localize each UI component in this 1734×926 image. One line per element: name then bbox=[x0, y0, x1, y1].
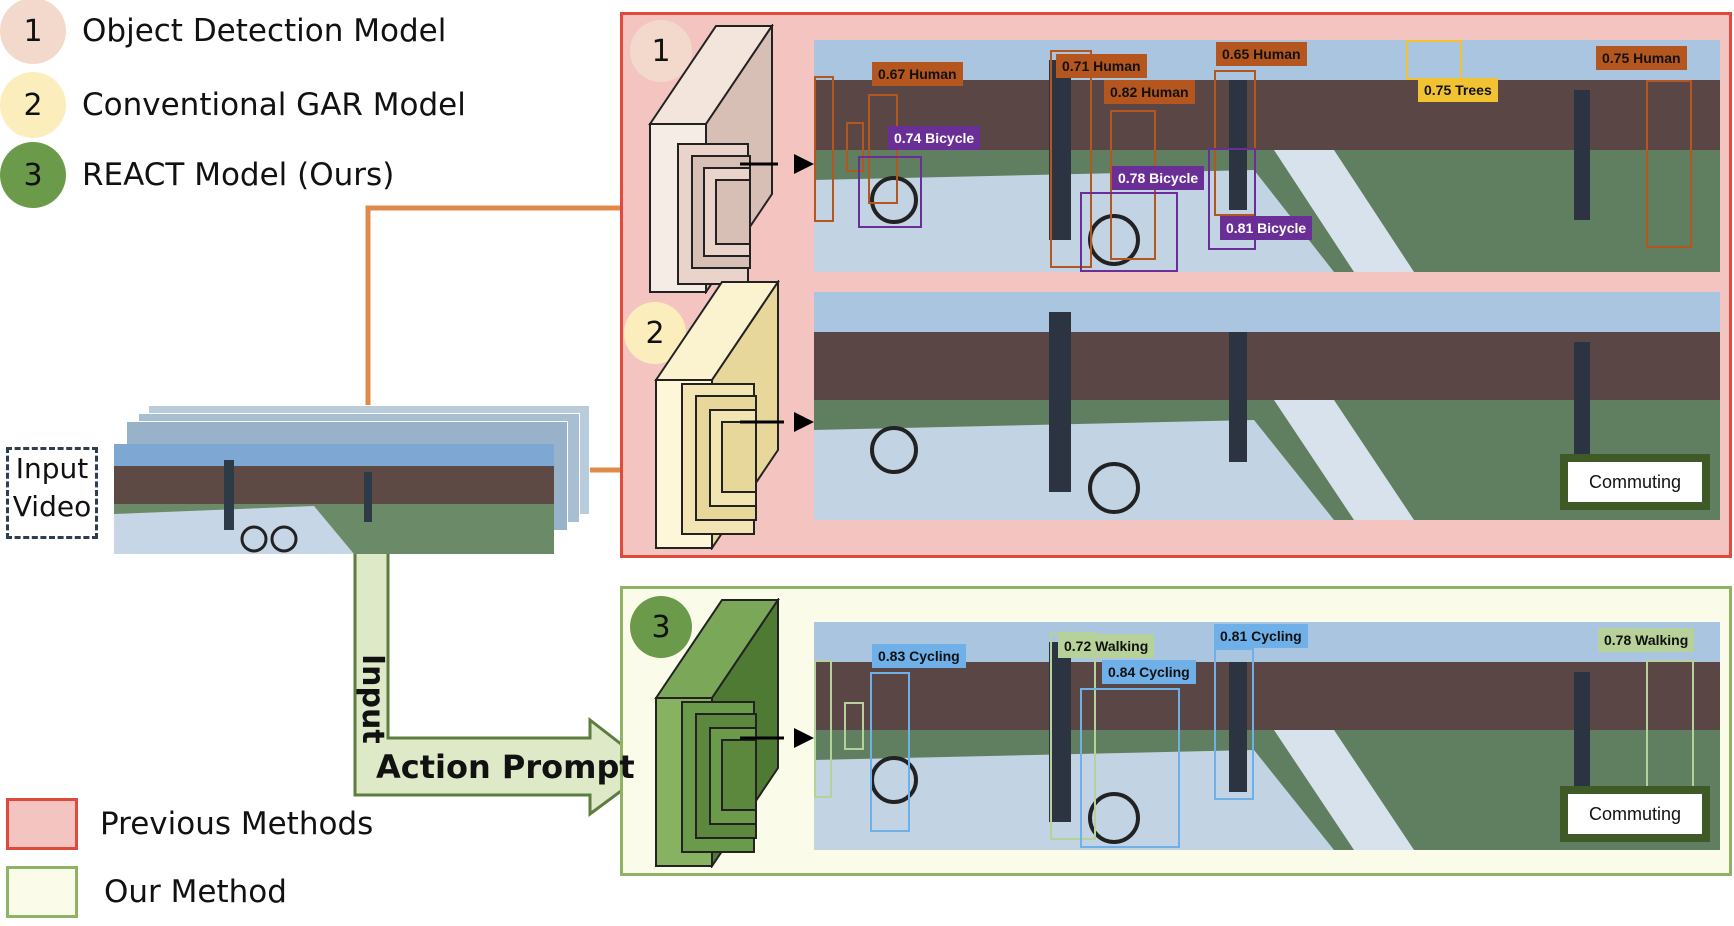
legend-label-1: Object Detection Model bbox=[82, 13, 447, 49]
det-box bbox=[1406, 40, 1462, 80]
det-box bbox=[858, 156, 922, 228]
det-box bbox=[846, 122, 864, 172]
det-box bbox=[814, 76, 834, 222]
legend-item-1: 1 Object Detection Model bbox=[0, 0, 446, 64]
input-video-frame bbox=[114, 444, 554, 554]
input-video-label: Input Video bbox=[6, 447, 98, 539]
legend-previous-label: Previous Methods bbox=[100, 806, 374, 842]
detection-strip: 0.67 Human 0.74 Bicycle 0.71 Human 0.82 … bbox=[814, 40, 1720, 272]
det-label: 0.75 Trees bbox=[1418, 78, 1498, 102]
det-box bbox=[844, 702, 864, 750]
det-box bbox=[1050, 50, 1092, 268]
input-label-line2: Video bbox=[12, 490, 92, 523]
gar-result-label: Commuting bbox=[1560, 454, 1710, 510]
detection-arrow bbox=[794, 154, 814, 174]
gar-model-block bbox=[654, 280, 784, 550]
panel-number-2: 2 bbox=[624, 302, 686, 364]
action-label: 0.78 Walking bbox=[1598, 628, 1695, 652]
legend-item-3: 3 REACT Model (Ours) bbox=[0, 142, 394, 208]
det-box bbox=[814, 660, 832, 798]
action-prompt-label: Action Prompt bbox=[376, 748, 635, 786]
gar-strip: Commuting bbox=[814, 292, 1720, 520]
det-box bbox=[1646, 80, 1692, 248]
action-label: 0.72 Walking bbox=[1058, 634, 1155, 658]
legend-item-2: 2 Conventional GAR Model bbox=[0, 72, 466, 138]
det-box bbox=[1050, 632, 1096, 840]
det-label: 0.78 Bicycle bbox=[1112, 166, 1205, 190]
legend-ours-label: Our Method bbox=[104, 874, 287, 910]
legend-label-3: REACT Model (Ours) bbox=[82, 157, 395, 193]
gar-arrow bbox=[794, 412, 814, 432]
det-box bbox=[1080, 192, 1178, 272]
panel-number-3: 3 bbox=[630, 596, 692, 658]
det-box bbox=[1214, 70, 1256, 216]
react-arrow bbox=[794, 728, 814, 748]
react-result-label: Commuting bbox=[1560, 786, 1710, 842]
detection-model-block bbox=[648, 24, 778, 294]
action-label: 0.81 Cycling bbox=[1214, 624, 1308, 648]
action-label: 0.83 Cycling bbox=[872, 644, 966, 668]
legend-label-2: Conventional GAR Model bbox=[82, 87, 466, 123]
det-box bbox=[1080, 688, 1180, 848]
det-label: 0.74 Bicycle bbox=[888, 126, 981, 150]
det-box bbox=[870, 672, 910, 832]
legend-ours-swatch bbox=[6, 866, 78, 918]
legend-number-1: 1 bbox=[0, 0, 66, 64]
action-label: 0.84 Cycling bbox=[1102, 660, 1196, 684]
legend-number-3: 3 bbox=[0, 142, 66, 208]
legend-previous-swatch bbox=[6, 798, 78, 850]
det-label: 0.71 Human bbox=[1056, 54, 1147, 78]
arrow-to-detection bbox=[365, 205, 638, 408]
det-label: 0.82 Human bbox=[1104, 80, 1195, 104]
react-strip: 0.83 Cycling 0.72 Walking 0.84 Cycling 0… bbox=[814, 622, 1720, 850]
det-label: 0.81 Bicycle bbox=[1220, 216, 1313, 240]
det-label: 0.75 Human bbox=[1596, 46, 1687, 70]
input-label-line1: Input bbox=[15, 452, 89, 485]
det-label: 0.65 Human bbox=[1216, 42, 1307, 66]
det-label: 0.67 Human bbox=[872, 62, 963, 86]
panel-number-1: 1 bbox=[630, 20, 692, 82]
legend-number-2: 2 bbox=[0, 72, 66, 138]
react-model-block bbox=[654, 598, 784, 868]
det-box bbox=[1208, 148, 1256, 250]
det-box bbox=[1214, 648, 1254, 800]
prompt-input-label: Input bbox=[355, 654, 390, 744]
